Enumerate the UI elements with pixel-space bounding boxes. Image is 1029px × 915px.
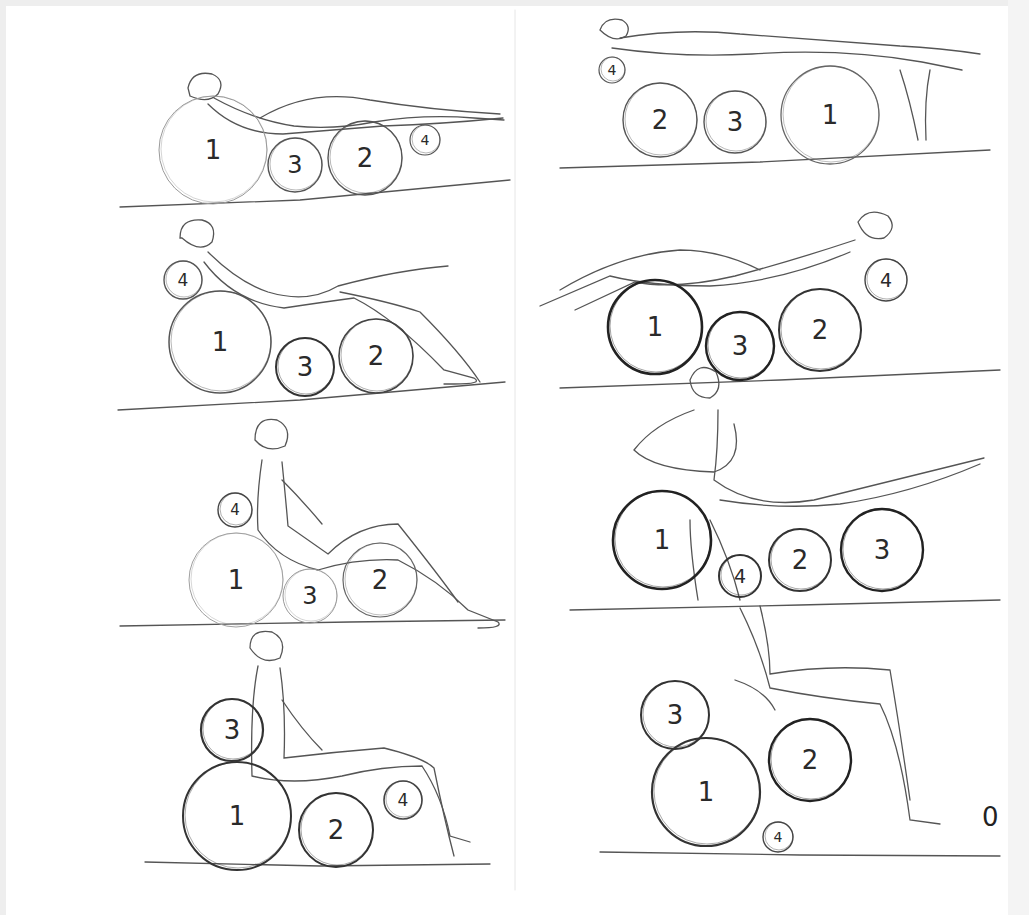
numbered-circle: 4 <box>762 821 794 853</box>
numbered-circle: 1 <box>780 65 880 165</box>
numbered-circle: 3 <box>840 508 924 592</box>
circle-number: 2 <box>372 565 389 595</box>
numbered-circle: 3 <box>705 311 775 381</box>
numbered-circle: 3 <box>275 337 335 397</box>
number-holder: 1 <box>780 65 880 165</box>
number-holder: 1 <box>158 95 268 205</box>
circle-number: 1 <box>228 565 245 595</box>
circle-number: 1 <box>654 525 671 555</box>
number-holder: 3 <box>282 568 338 624</box>
number-holder: 4 <box>217 492 253 528</box>
numbered-circle: 2 <box>768 718 852 802</box>
circle-number: 2 <box>357 143 374 173</box>
circle-number: 2 <box>792 545 809 575</box>
numbered-circle: 1 <box>651 737 761 847</box>
number-holder: 2 <box>768 718 852 802</box>
numbered-circle: 1 <box>182 761 292 871</box>
page-number: 0 <box>982 802 999 832</box>
numbered-circle: 1 <box>168 290 272 394</box>
number-holder: 4 <box>383 780 423 820</box>
number-holder: 4 <box>163 260 203 300</box>
circle-number: 4 <box>734 565 746 587</box>
number-holder: 2 <box>298 792 374 868</box>
circle-number: 4 <box>880 269 892 291</box>
circle-number: 4 <box>178 270 189 290</box>
circle-number: 1 <box>212 327 229 357</box>
circle-number: 2 <box>368 341 385 371</box>
circle-number: 2 <box>652 105 669 135</box>
numbered-circle: 2 <box>338 318 414 394</box>
numbered-circle: 2 <box>298 792 374 868</box>
number-holder: 1 <box>182 761 292 871</box>
numbered-circle: 3 <box>267 137 323 193</box>
number-holder: 3 <box>267 137 323 193</box>
numbered-circle: 4 <box>718 554 762 598</box>
numbered-circle: 3 <box>200 698 264 762</box>
circle-number: 3 <box>302 582 317 610</box>
number-holder: 1 <box>607 279 703 375</box>
number-holder: 4 <box>864 258 908 302</box>
number-holder: 2 <box>622 82 698 158</box>
numbered-circle: 4 <box>864 258 908 302</box>
number-holder: 3 <box>840 508 924 592</box>
circle-number: 4 <box>608 62 617 78</box>
circle-number: 3 <box>874 535 891 565</box>
numbered-circle: 1 <box>607 279 703 375</box>
number-holder: 4 <box>598 56 626 84</box>
numbered-circle: 4 <box>598 56 626 84</box>
number-holder: 3 <box>703 90 767 154</box>
number-holder: 1 <box>651 737 761 847</box>
circle-number: 4 <box>230 501 240 519</box>
number-holder: 2 <box>778 288 862 372</box>
numbered-circle: 2 <box>768 528 832 592</box>
numbered-circle: 3 <box>703 90 767 154</box>
circle-number: 4 <box>774 829 783 845</box>
numbered-circle: 3 <box>282 568 338 624</box>
circle-number: 3 <box>667 700 684 730</box>
numbered-circle: 1 <box>612 490 712 590</box>
circle-number: 1 <box>205 135 222 165</box>
number-holder: 3 <box>705 311 775 381</box>
circle-number: 1 <box>647 312 664 342</box>
numbered-circle: 2 <box>342 542 418 618</box>
number-holder: 4 <box>718 554 762 598</box>
number-holder: 1 <box>612 490 712 590</box>
number-holder: 4 <box>409 124 441 156</box>
numbered-circle: 2 <box>622 82 698 158</box>
numbered-circle: 1 <box>158 95 268 205</box>
circle-number: 4 <box>398 790 409 810</box>
circle-number: 2 <box>328 815 345 845</box>
number-holder: 1 <box>188 532 284 628</box>
numbered-circle: 4 <box>383 780 423 820</box>
numbered-circle: 1 <box>188 532 284 628</box>
circle-number: 3 <box>224 715 241 745</box>
numbered-circle: 4 <box>163 260 203 300</box>
number-holder: 2 <box>768 528 832 592</box>
number-holder: 2 <box>327 120 403 196</box>
number-holder: 3 <box>200 698 264 762</box>
number-holder: 2 <box>338 318 414 394</box>
number-holder: 3 <box>275 337 335 397</box>
circle-number: 3 <box>732 331 749 361</box>
circle-number: 2 <box>812 315 829 345</box>
numbered-circle: 2 <box>778 288 862 372</box>
numbered-circle: 4 <box>217 492 253 528</box>
circle-number: 4 <box>421 132 430 148</box>
numbered-circle: 2 <box>327 120 403 196</box>
circle-number: 3 <box>287 151 302 179</box>
circle-number: 2 <box>802 745 819 775</box>
number-holder: 1 <box>168 290 272 394</box>
circle-number: 1 <box>229 801 246 831</box>
number-holder: 4 <box>762 821 794 853</box>
number-holder: 2 <box>342 542 418 618</box>
numbered-circle: 4 <box>409 124 441 156</box>
circle-number: 1 <box>698 777 715 807</box>
circle-number: 3 <box>727 107 744 137</box>
circle-number: 1 <box>822 100 839 130</box>
circle-number: 3 <box>297 352 314 382</box>
